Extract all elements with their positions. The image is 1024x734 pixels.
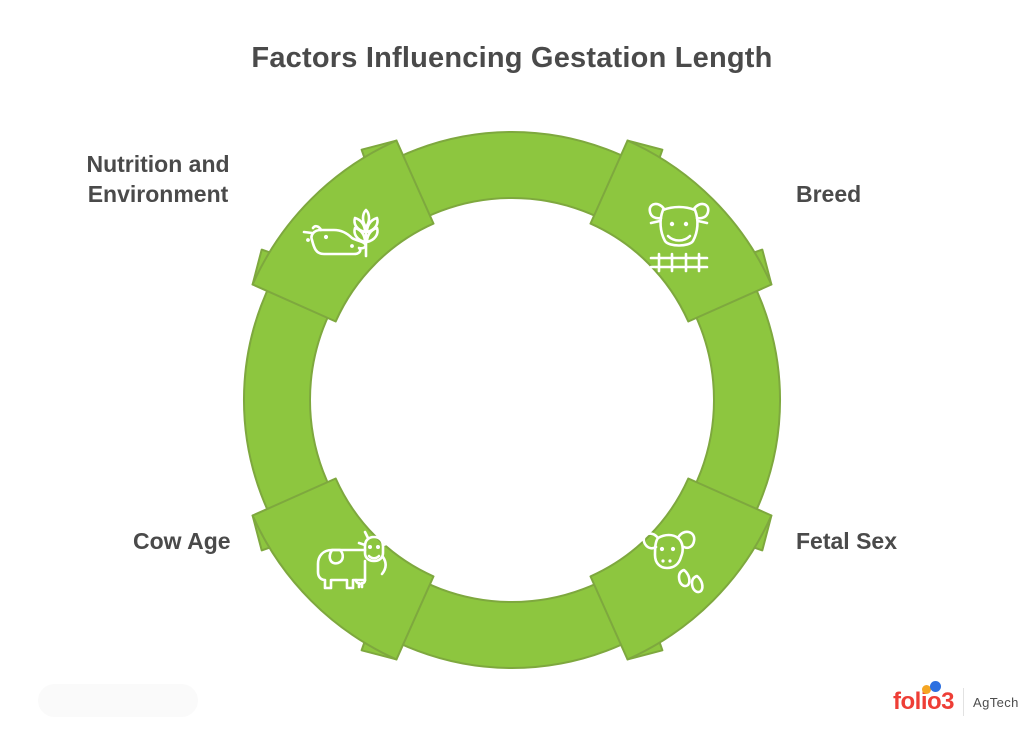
ear-left [649,219,662,225]
muzzle [367,554,381,560]
ear-right [696,219,709,225]
label-breed: Breed [796,181,862,207]
nostril [661,559,665,563]
drop [690,574,704,594]
eye [669,221,675,227]
yellow-dot-icon [922,685,931,694]
nostril [668,559,672,563]
grass-mark [302,230,314,235]
udder [354,578,367,586]
eye [368,545,372,549]
bull-head-drops-icon [642,530,704,594]
label-fetal-sex: Fetal Sex [796,528,897,554]
horn-right [692,202,710,220]
ring-band-bottom-right [589,477,773,661]
cow-spot [328,548,345,565]
blue-dot-icon [930,681,941,692]
cow-head [363,535,385,563]
drop [677,568,691,588]
wheat-leaf [353,226,367,244]
brand-wordmark: folio3 [893,681,955,715]
calf-outline [310,228,367,256]
ear-right [381,541,391,547]
eye [670,546,676,552]
grass-dot [306,238,310,242]
horn-left [648,202,666,220]
horn-right [676,530,696,550]
label-nutrition-environment: Nutrition and Environment [86,151,230,207]
logo-divider [963,688,964,716]
wheat-leaf [365,226,379,244]
horn-left [363,530,370,540]
ring [242,130,782,670]
cow-face [659,205,699,247]
tail [380,555,387,576]
calf-ear [311,224,323,232]
watermark-blob [38,684,198,717]
ring-band-bottom-left [251,477,435,661]
horn-left [642,532,660,550]
cow-body [316,548,367,590]
folio3-agtech-logo: folio3 AgTech [893,681,1019,716]
muzzle [666,234,692,242]
bull-face [653,533,684,570]
wheat-and-calf-icon [302,208,379,258]
ring-band-top-right [589,139,773,323]
ear-left [357,541,367,547]
calf-nostril [350,244,354,248]
eye [683,221,689,227]
eye [376,545,380,549]
horn-right [378,530,385,540]
label-cow-age: Cow Age [133,528,231,554]
wheat-leaf [361,208,371,229]
cow-head-fence-icon [648,202,710,273]
calf-eye [323,234,329,240]
eye [659,546,665,552]
agtech-text: AgTech [973,694,1019,710]
page-title: Factors Influencing Gestation Length [251,42,773,74]
cow-body-icon [316,530,391,590]
